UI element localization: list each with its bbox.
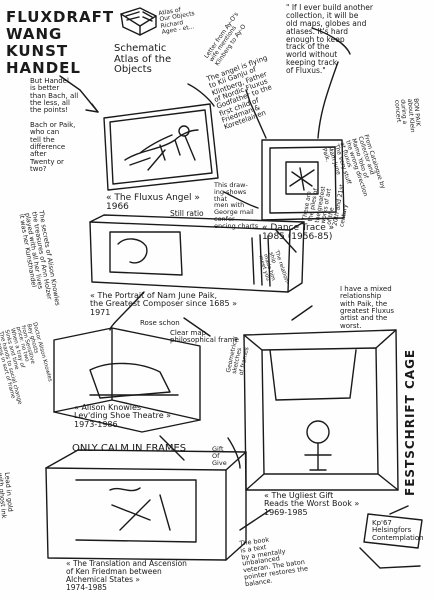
caption-fluxus-angel: « The Fluxus Angel » 1966 xyxy=(106,193,200,213)
note-bach: But Handel is better than Bach, all the … xyxy=(30,77,79,174)
note-book-is: The book is a text by a mentally unbalan… xyxy=(238,535,309,589)
atlas-title: Schematic Atlas of the Objects xyxy=(114,43,172,75)
alison-shoe-box xyxy=(53,327,201,433)
caption-only-calm: ONLY CALM IN FRAMES xyxy=(72,443,187,454)
note-clear-map: Clear map philosophical frame xyxy=(170,329,239,345)
fluxus-angel-frame xyxy=(103,103,219,191)
caption-festschrift: FESTSCHRIFT CAGE xyxy=(403,348,417,496)
note-drawing-shows: This draw- ing shows that men with Georg… xyxy=(214,181,259,230)
note-gift-of: Gift Of Give xyxy=(212,445,227,467)
caption-portrait: « The Portrait of Nam June Paik, the Gre… xyxy=(90,291,238,317)
page-title-line-3: KUNST xyxy=(6,42,69,60)
dance-trace-frame xyxy=(261,139,345,221)
note-kp: Kp'67 Helsingfors Contemplation xyxy=(372,519,424,542)
caption-translation: « The Translation and Ascension of Ken F… xyxy=(66,559,187,592)
caption-alison: « Alison Knowles Lev'ding Shoe Theatre »… xyxy=(74,403,172,429)
page-title-line-2: WANG xyxy=(6,25,63,43)
portrait-box xyxy=(89,214,305,293)
caption-dance-trace: « Dance Trace » 1985 (1956-85) xyxy=(262,223,335,243)
kp-flag xyxy=(359,513,423,569)
note-they-are: These are the piles of the greatest work… xyxy=(301,183,350,228)
caption-ugliest: « The Ugliest Gift Reads the Worst Book … xyxy=(264,491,360,517)
book-icon xyxy=(120,7,157,36)
translation-box xyxy=(45,449,247,561)
connector-arrows xyxy=(59,27,409,531)
page-title-line-4: HANDEL xyxy=(6,59,81,77)
note-bon-paik: BON PAIK about Klein during a concert xyxy=(393,97,422,133)
note-if-i-ever: " If I ever build another collection, it… xyxy=(286,3,373,75)
festschrift-cage-box xyxy=(243,329,399,491)
note-rose-schon: Rose schon xyxy=(140,319,180,327)
note-mixed: I have a mixed relationship with Paik, t… xyxy=(340,285,395,330)
caption-still-ratio: Still ratio xyxy=(170,209,204,218)
page-title: FLUXDRAFT xyxy=(6,8,115,26)
